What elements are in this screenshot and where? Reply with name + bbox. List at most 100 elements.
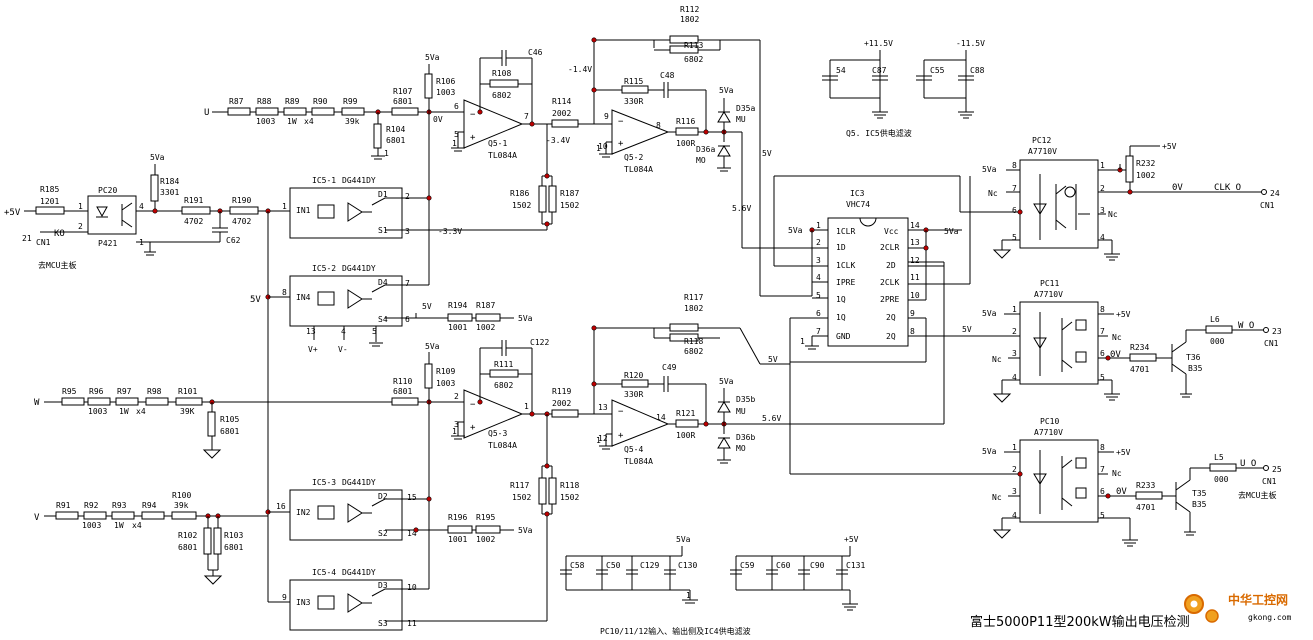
m33-label: -3.3V: [438, 227, 462, 236]
svg-text:L6: L6: [1210, 315, 1220, 324]
svg-text:000: 000: [1210, 337, 1225, 346]
svg-text:-11.5V: -11.5V: [956, 39, 985, 48]
svg-text:330R: 330R: [624, 390, 643, 399]
svg-text:5Va: 5Va: [425, 53, 440, 62]
svg-text:1003: 1003: [88, 407, 107, 416]
svg-text:IN1: IN1: [296, 206, 311, 215]
svg-text:R100: R100: [172, 491, 191, 500]
svg-text:x4: x4: [132, 521, 142, 530]
svg-text:6: 6: [816, 309, 821, 318]
svg-text:15: 15: [407, 493, 417, 502]
svg-text:39k: 39k: [345, 117, 360, 126]
svg-text:PC10: PC10: [1040, 417, 1059, 426]
svg-text:D36a: D36a: [696, 145, 715, 154]
svg-text:S1: S1: [378, 226, 388, 235]
svg-text:10: 10: [598, 142, 608, 151]
ic52-name: IC5-2: [312, 264, 336, 273]
svg-text:1: 1: [1012, 305, 1017, 314]
page-title: 富士5000P11型200kW输出电压检测: [970, 614, 1190, 630]
svg-text:5V: 5V: [422, 302, 432, 311]
svg-text:6: 6: [1012, 206, 1017, 215]
svg-text:C49: C49: [662, 363, 677, 372]
svg-text:2: 2: [454, 392, 459, 401]
svg-text:6: 6: [1100, 349, 1105, 358]
svg-text:R234: R234: [1130, 343, 1149, 352]
svg-text:4: 4: [1012, 373, 1017, 382]
svg-text:R121: R121: [676, 409, 695, 418]
svg-text:3: 3: [1012, 487, 1017, 496]
svg-text:13: 13: [598, 403, 608, 412]
svg-text:D3: D3: [378, 581, 388, 590]
pc20-5va: 5Va: [150, 153, 165, 162]
svg-text:T36: T36: [1186, 353, 1201, 362]
svg-text:R94: R94: [142, 501, 157, 510]
r185-resistor: [35, 206, 65, 215]
svg-text:8: 8: [656, 121, 661, 130]
svg-text:R92: R92: [84, 501, 99, 510]
svg-text:R112: R112: [680, 5, 699, 14]
svg-text:6801: 6801: [393, 387, 412, 396]
svg-text:39K: 39K: [180, 407, 195, 416]
svg-text:14: 14: [656, 413, 666, 422]
svg-text:7: 7: [524, 112, 529, 121]
ic5-4-switch: IC5-4 DG441DY 9 IN3 D3 S3 10 11: [282, 568, 417, 631]
svg-text:100R: 100R: [676, 431, 695, 440]
svg-text:R90: R90: [313, 97, 328, 106]
svg-text:4: 4: [139, 202, 144, 211]
svg-text:R111: R111: [494, 360, 513, 369]
ic51-part: DG441DY: [342, 176, 376, 185]
svg-text:6801: 6801: [220, 427, 239, 436]
svg-text:A7710V: A7710V: [1034, 290, 1063, 299]
svg-text:5: 5: [1100, 373, 1105, 382]
svg-text:7: 7: [1100, 465, 1105, 474]
svg-text:R105: R105: [220, 415, 239, 424]
svg-text:R107: R107: [393, 87, 412, 96]
svg-text:−: −: [618, 117, 624, 127]
svg-text:+5V: +5V: [1116, 448, 1131, 457]
svg-text:2002: 2002: [552, 109, 571, 118]
svg-text:13: 13: [910, 238, 920, 247]
svg-text:+: +: [618, 431, 624, 441]
svg-text:Nc: Nc: [992, 493, 1002, 502]
pc12-opto: PC12 A7710V 8 7 6 5 1 2 3 4 5Va Nc +5V R…: [960, 136, 1280, 261]
svg-text:100R: 100R: [676, 139, 695, 148]
svg-text:7: 7: [1012, 184, 1017, 193]
svg-text:0V: 0V: [1172, 183, 1183, 193]
svg-text:2CLK: 2CLK: [880, 278, 899, 287]
svg-text:TL084A: TL084A: [624, 457, 653, 466]
svg-text:2: 2: [1100, 184, 1105, 193]
svg-text:A7710V: A7710V: [1034, 428, 1063, 437]
svg-text:R103: R103: [224, 531, 243, 540]
svg-text:R186: R186: [510, 189, 529, 198]
svg-text:1: 1: [384, 149, 389, 158]
svg-text:R120: R120: [624, 371, 643, 380]
svg-text:5Va: 5Va: [676, 535, 691, 544]
svg-text:2D: 2D: [886, 261, 896, 270]
svg-text:2002: 2002: [552, 399, 571, 408]
svg-text:4: 4: [1012, 511, 1017, 520]
svg-text:C131: C131: [846, 561, 865, 570]
svg-text:D36b: D36b: [736, 433, 755, 442]
svg-text:1001: 1001: [448, 535, 467, 544]
svg-text:000: 000: [1214, 475, 1229, 484]
svg-text:5V: 5V: [962, 325, 972, 334]
svg-text:MU: MU: [736, 115, 746, 124]
svg-text:5.6V: 5.6V: [732, 204, 751, 213]
m14-label: -1.4V: [568, 65, 592, 74]
svg-text:GND: GND: [836, 332, 851, 341]
svg-text:C130: C130: [678, 561, 697, 570]
svg-text:VHC74: VHC74: [846, 200, 870, 209]
svg-text:R102: R102: [178, 531, 197, 540]
r191-ref: R191: [184, 196, 203, 205]
svg-text:0V: 0V: [1116, 487, 1127, 497]
svg-text:Nc: Nc: [1112, 333, 1122, 342]
svg-text:1003: 1003: [256, 117, 275, 126]
svg-text:x4: x4: [136, 407, 146, 416]
svg-text:5: 5: [454, 130, 459, 139]
ic53-part: DG441DY: [342, 478, 376, 487]
svg-text:R97: R97: [117, 387, 132, 396]
